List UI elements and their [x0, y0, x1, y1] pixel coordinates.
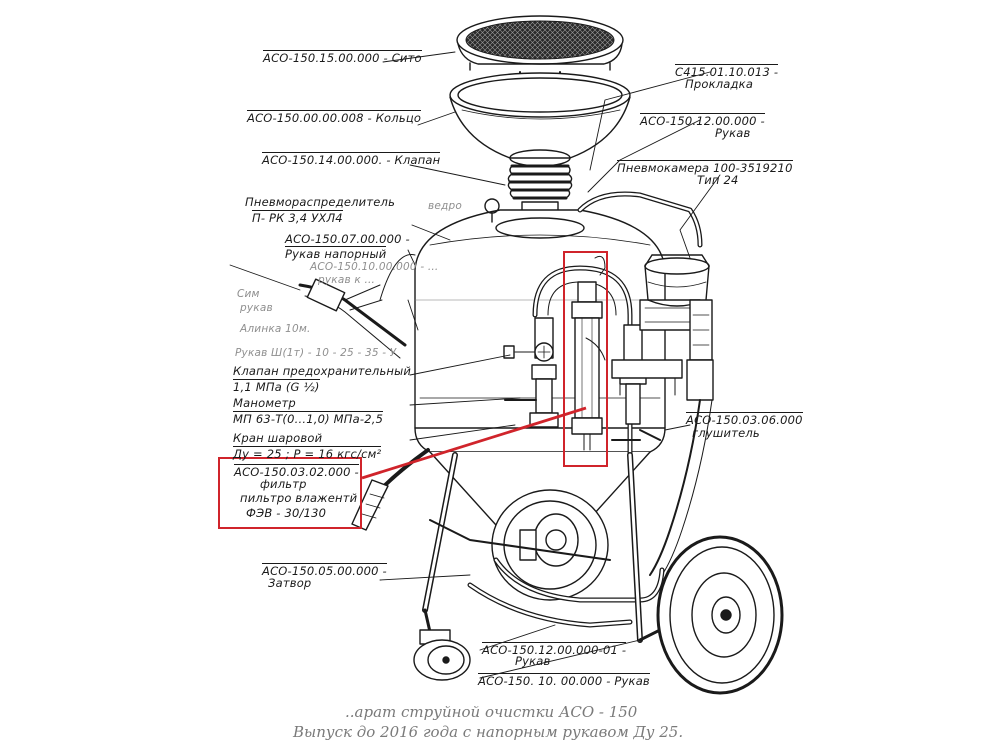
- label-pneumatic-chamber-type: Тип 24: [697, 173, 739, 187]
- label-valve: АСО-150.14.00.000. - Клапан: [262, 152, 441, 167]
- label-hose-01-code: АСО-150.12.00.000-01 -: [482, 642, 627, 657]
- label-manometer: Манометр: [233, 396, 296, 410]
- label-hose-10: АСО-150. 10. 00.000 - Рукав: [478, 673, 650, 688]
- label-ball-valve: Кран шаровой: [233, 431, 323, 445]
- label-muffler: глушитель: [692, 426, 760, 440]
- label-muffler-code: АСО-150.03.06.000: [686, 412, 803, 427]
- label-pneumatic-distributor-model: П- РК 3,4 УХЛ4: [252, 210, 343, 225]
- front-caster-wheel: [413, 629, 471, 681]
- label-sieve: АСО-150.15.00.000 - Сито: [263, 50, 422, 65]
- filter-cylinder: [571, 255, 606, 451]
- label-hose-small: Рукав Ш(1т) - 10 - 25 - 35 - У: [235, 347, 397, 359]
- label-gasket-code: С415.01.10.013 -: [675, 64, 779, 79]
- funnel-with-ring: [449, 72, 631, 167]
- label-sim-hose: рукав: [240, 302, 273, 314]
- label-filter-type: пильтро влажентй: [240, 491, 358, 505]
- bypass-loop-pipe: [532, 191, 703, 458]
- label-shutter-code: АСО-150.05.00.000 -: [262, 563, 387, 578]
- caption-subtitle: Выпуск до 2016 года с напорным рукавом Д…: [293, 723, 684, 741]
- label-filter: фильтр: [260, 477, 307, 491]
- label-pneumatic-chamber: Пневмокамера 100-3519210: [617, 160, 793, 175]
- label-hose-01: Рукав: [515, 654, 551, 668]
- label-safety-valve-spec: 1,1 МПа (G ½): [233, 379, 320, 394]
- label-sim: Сим: [237, 288, 260, 300]
- label-hose-12-code: АСО-150.12.00.000 -: [640, 113, 765, 128]
- label-gasket: Прокладка: [685, 77, 754, 91]
- label-ball-valve-spec: Ду = 25 ; Р = 16 кгс/см²: [233, 446, 382, 461]
- filter-callout-connector: [361, 406, 587, 480]
- label-safety-valve: Клапан предохранительный: [233, 364, 412, 378]
- rear-wheel: [656, 535, 784, 695]
- label-manometer-spec: МП 63-Т(0...1,0) МПа-2,5: [233, 411, 384, 426]
- label-hose-12: Рукав: [715, 126, 751, 140]
- caption-title: ..арат струйной очистки АСО - 150: [345, 703, 638, 721]
- label-filter-model: ФЭВ - 30/130: [246, 506, 327, 520]
- label-shutter: Затвор: [268, 576, 312, 590]
- label-pneumatic-distributor: Пневмораспределитель: [245, 195, 396, 209]
- filter-label-highlight-box: [218, 457, 362, 529]
- inlet-hose-assembly: [229, 254, 416, 359]
- label-pressure-hose-code: АСО-150.07.00.000 -: [285, 232, 410, 246]
- label-faint-note-1: АСО-150.10.00.000 - ...: [310, 261, 439, 273]
- muffler-pipe: [649, 399, 713, 576]
- label-filter-code: АСО-150.03.02.000 -: [234, 464, 359, 479]
- filter-highlight-box: [563, 251, 608, 467]
- label-faint-note-2: рукав к ...: [318, 274, 376, 286]
- label-pressure-hose: Рукав напорный: [285, 246, 387, 261]
- pneumatic-chamber: [644, 254, 714, 401]
- label-ring: АСО-150.00.00.008 - Кольцо: [247, 110, 422, 125]
- label-bucket: ведро: [428, 200, 462, 212]
- label-alinka: Алинка 10м.: [240, 323, 311, 335]
